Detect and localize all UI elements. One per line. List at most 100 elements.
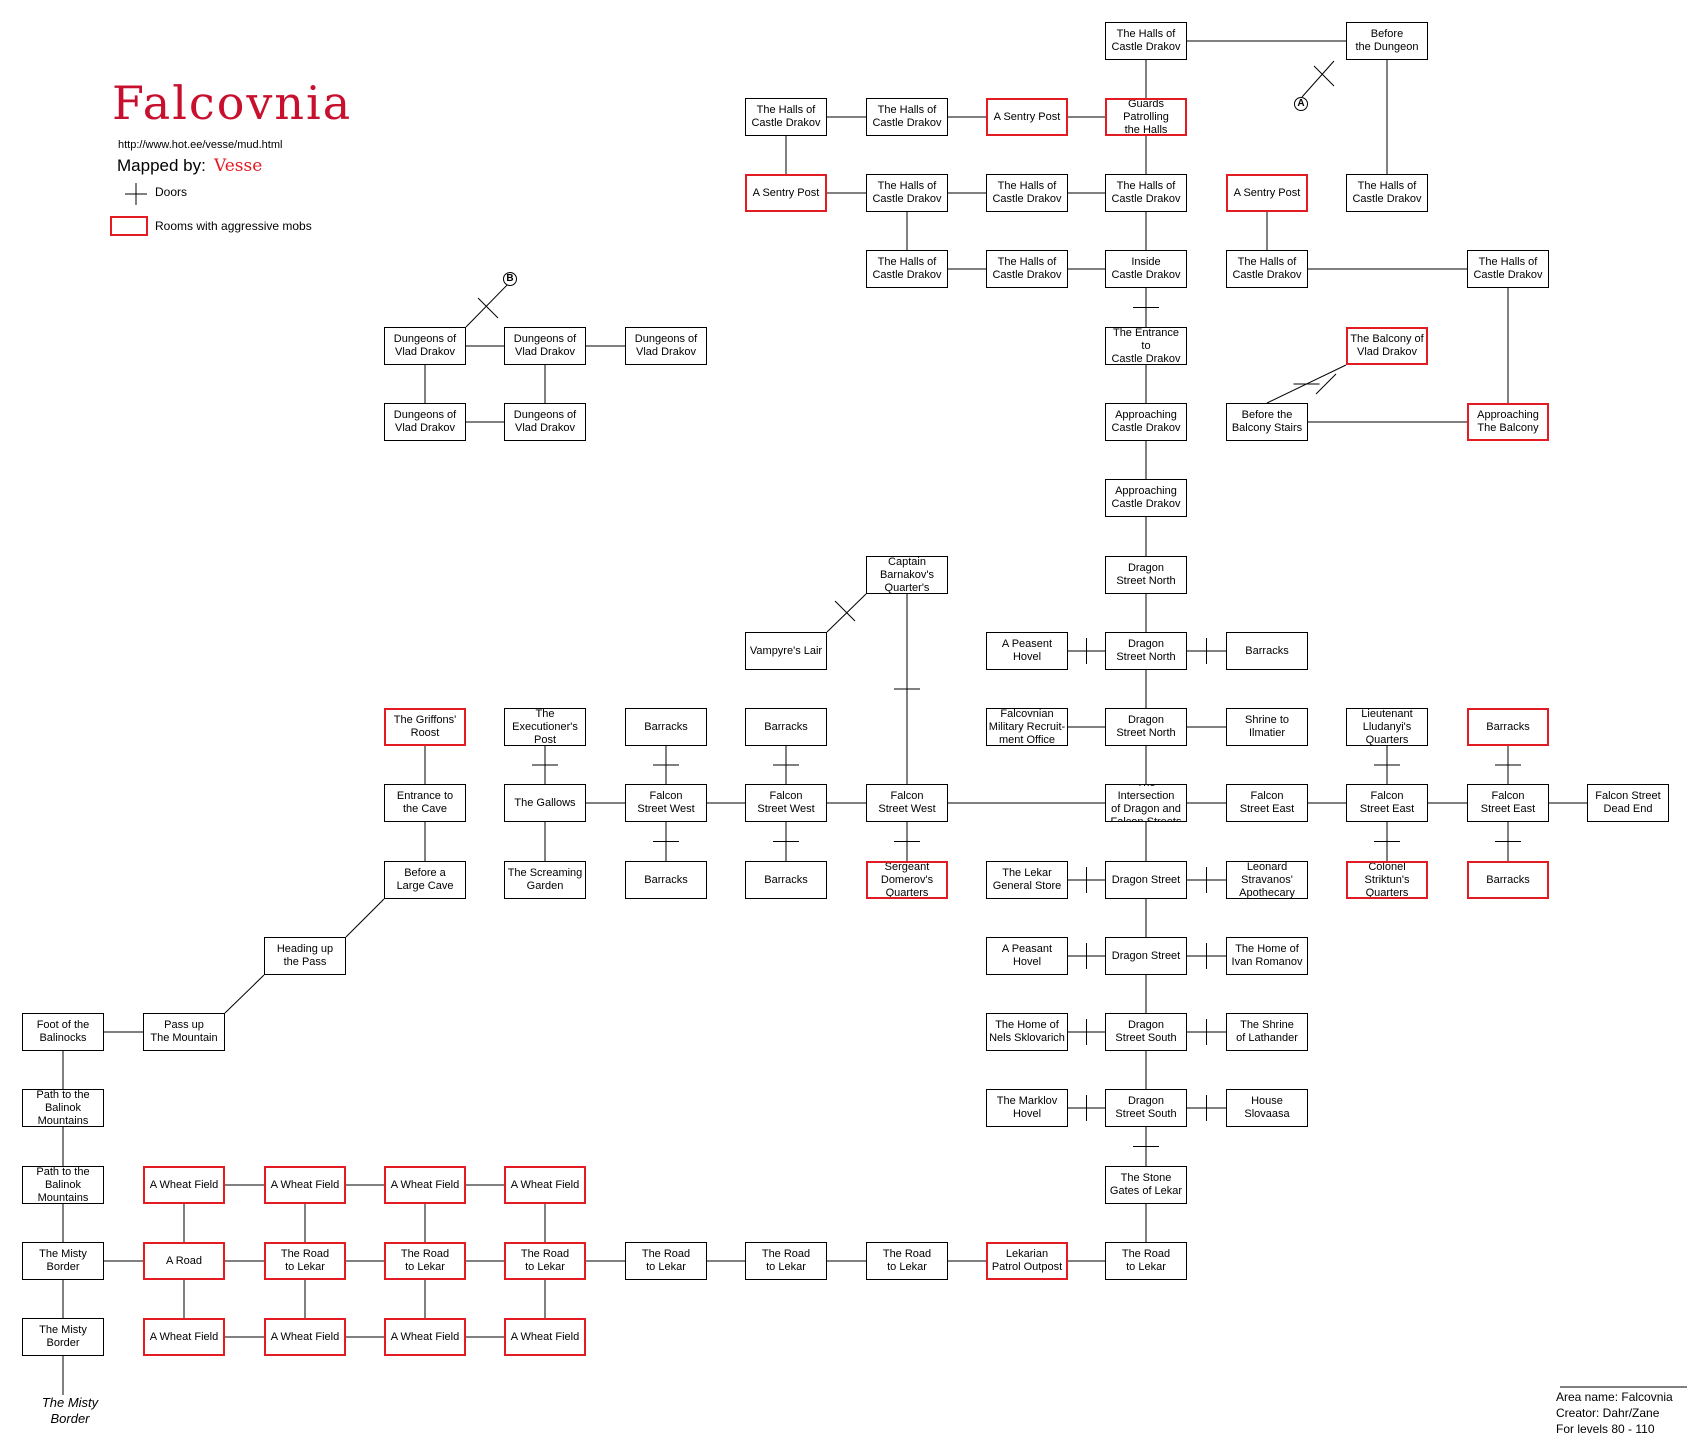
room-falcon-w2: Falcon Street West xyxy=(745,784,827,822)
area-info: Area name: Falcovnia Creator: Dahr/Zane … xyxy=(1556,1389,1673,1435)
connection-line xyxy=(465,280,512,328)
room-falcon-e2: Falcon Street East xyxy=(1346,784,1428,822)
room-halls-r3-right: The Halls of Castle Drakov xyxy=(1346,174,1428,212)
room-halls-r4-3: The Halls of Castle Drakov xyxy=(1226,250,1308,288)
room-lekar-general-store: The Lekar General Store xyxy=(986,861,1068,899)
room-wheat-7: A Wheat Field xyxy=(384,1318,466,1356)
room-dragon-south-2: Dragon Street South xyxy=(1105,1089,1187,1127)
levels-text: For levels 80 - 110 xyxy=(1556,1422,1655,1435)
door-legend-icon xyxy=(125,183,147,205)
room-barracks-a2: Barracks xyxy=(745,708,827,746)
source-url: http://www.hot.ee/vesse/mud.html xyxy=(118,139,283,151)
room-falcon-w1: Falcon Street West xyxy=(625,784,707,822)
room-dragon-n1: Dragon Street North xyxy=(1105,556,1187,594)
room-entrance-castle: The Entrance to Castle Drakov xyxy=(1105,327,1187,365)
room-a-road: A Road xyxy=(143,1242,225,1280)
room-balcony-vlad: The Balcony of Vlad Drakov xyxy=(1346,327,1428,365)
legend-doors-label: Doors xyxy=(155,185,188,199)
room-dragon-n2: Dragon Street North xyxy=(1105,632,1187,670)
room-dungeon-3: Dungeons of Vlad Drakov xyxy=(625,327,707,365)
room-wheat-1: A Wheat Field xyxy=(143,1166,225,1204)
room-wheat-3: A Wheat Field xyxy=(384,1166,466,1204)
room-vampyres-lair: Vampyre's Lair xyxy=(745,632,827,670)
room-halls-r4-4: The Halls of Castle Drakov xyxy=(1467,250,1549,288)
room-road-lekar-1: The Road to Lekar xyxy=(264,1242,346,1280)
room-before-balcony-stairs: Before the Balcony Stairs xyxy=(1226,403,1308,441)
creator-text: Creator: Dahr/Zane xyxy=(1556,1406,1660,1420)
connection-line xyxy=(224,974,265,1014)
room-halls-r2-1: The Halls of Castle Drakov xyxy=(745,98,827,136)
room-wheat-8: A Wheat Field xyxy=(504,1318,586,1356)
room-falcon-e1: Falcon Street East xyxy=(1226,784,1308,822)
room-col-striktun: Colonel Striktun's Quarters xyxy=(1346,861,1428,899)
room-road-lekar-2: The Road to Lekar xyxy=(384,1242,466,1280)
room-barracks-a3: Barracks xyxy=(1467,708,1549,746)
room-path-balinok-2: Path to the Balinok Mountains xyxy=(22,1166,104,1204)
room-approaching-2: Approaching Castle Drakov xyxy=(1105,479,1187,517)
room-barracks-a1: Barracks xyxy=(625,708,707,746)
room-screaming-garden: The Screaming Garden xyxy=(504,861,586,899)
room-road-lekar-4: The Road to Lekar xyxy=(625,1242,707,1280)
room-road-lekar-3: The Road to Lekar xyxy=(504,1242,586,1280)
room-before-large-cave: Before a Large Cave xyxy=(384,861,466,899)
room-lekarian-patrol: Lekarian Patrol Outpost xyxy=(986,1242,1068,1280)
connection-line xyxy=(345,898,385,938)
legend-aggressive-label: Rooms with aggressive mobs xyxy=(155,219,312,233)
room-house-slovaasa: House Slovaasa xyxy=(1226,1089,1308,1127)
area-title: Falcovnia xyxy=(112,76,353,130)
door-mark xyxy=(477,297,499,319)
door-mark xyxy=(1313,65,1335,87)
room-falcon-w3: Falcon Street West xyxy=(866,784,948,822)
room-road-lekar-7: The Road to Lekar xyxy=(1105,1242,1187,1280)
room-guards-patrolling: Guards Patrolling the Halls xyxy=(1105,98,1187,136)
room-dragon-n3: Dragon Street North xyxy=(1105,708,1187,746)
room-dragon-s2: Dragon Street xyxy=(1105,937,1187,975)
room-halls-top1: The Halls of Castle Drakov xyxy=(1105,22,1187,60)
room-barracks-b1: Barracks xyxy=(625,861,707,899)
room-dungeon-4: Dungeons of Vlad Drakov xyxy=(384,403,466,441)
door-mark xyxy=(1315,373,1337,395)
room-path-balinok-1: Path to the Balinok Mountains xyxy=(22,1089,104,1127)
room-barracks-b3: Barracks xyxy=(1467,861,1549,899)
room-misty-border-1: The Misty Border xyxy=(22,1242,104,1280)
misty-border-exit-note: The Misty Border xyxy=(41,1395,99,1426)
mapper-name: Vesse xyxy=(214,156,263,176)
room-approaching-balcony: Approaching The Balcony xyxy=(1467,403,1549,441)
room-leonard-apothecary: Leonard Stravanos' Apothecary xyxy=(1226,861,1308,899)
room-dragon-s1: Dragon Street xyxy=(1105,861,1187,899)
room-sentry-r2: A Sentry Post xyxy=(986,98,1068,136)
room-griffons-roost: The Griffons' Roost xyxy=(384,708,466,746)
mapped-by-label: Mapped by: xyxy=(117,156,206,175)
room-wheat-5: A Wheat Field xyxy=(143,1318,225,1356)
room-halls-r2-2: The Halls of Castle Drakov xyxy=(866,98,948,136)
marker-b-dungeon: B xyxy=(503,272,517,286)
room-before-dungeon: Before the Dungeon xyxy=(1346,22,1428,60)
room-falcon-e3: Falcon Street East xyxy=(1467,784,1549,822)
room-wheat-6: A Wheat Field xyxy=(264,1318,346,1356)
room-halls-r3-1: The Halls of Castle Drakov xyxy=(866,174,948,212)
room-dungeon-5: Dungeons of Vlad Drakov xyxy=(504,403,586,441)
room-lt-lludanyi: Lieutenant Lludanyi's Quarters xyxy=(1346,708,1428,746)
room-recruitment-office: Falcovnian Military Recruit- ment Office xyxy=(986,708,1068,746)
room-halls-r3-3: The Halls of Castle Drakov xyxy=(1105,174,1187,212)
room-heading-pass: Heading up the Pass xyxy=(264,937,346,975)
marker-a-before-dungeon: A xyxy=(1294,97,1308,111)
room-intersection: The Intersection of Dragon and Falcon St… xyxy=(1105,784,1187,822)
room-executioners-post: The Executioner's Post xyxy=(504,708,586,746)
room-dungeon-2: Dungeons of Vlad Drakov xyxy=(504,327,586,365)
room-road-lekar-6: The Road to Lekar xyxy=(866,1242,948,1280)
legend-aggressive-swatch xyxy=(110,216,148,236)
room-road-lekar-5: The Road to Lekar xyxy=(745,1242,827,1280)
room-approaching-1: Approaching Castle Drakov xyxy=(1105,403,1187,441)
room-wheat-2: A Wheat Field xyxy=(264,1166,346,1204)
room-shrine-ilmatier: Shrine to Ilmatier xyxy=(1226,708,1308,746)
area-name-text: Area name: Falcovnia xyxy=(1556,1390,1673,1404)
room-sgt-domerov: Sergeant Domerov's Quarters xyxy=(866,861,948,899)
room-wheat-4: A Wheat Field xyxy=(504,1166,586,1204)
room-falcon-dead-end: Falcon Street Dead End xyxy=(1587,784,1669,822)
room-misty-border-2: The Misty Border xyxy=(22,1318,104,1356)
room-marklov-hovel: The Marklov Hovel xyxy=(986,1089,1068,1127)
room-pass-mountain: Pass up The Mountain xyxy=(143,1013,225,1051)
room-barracks-n2: Barracks xyxy=(1226,632,1308,670)
room-stone-gates: The Stone Gates of Lekar xyxy=(1105,1166,1187,1204)
